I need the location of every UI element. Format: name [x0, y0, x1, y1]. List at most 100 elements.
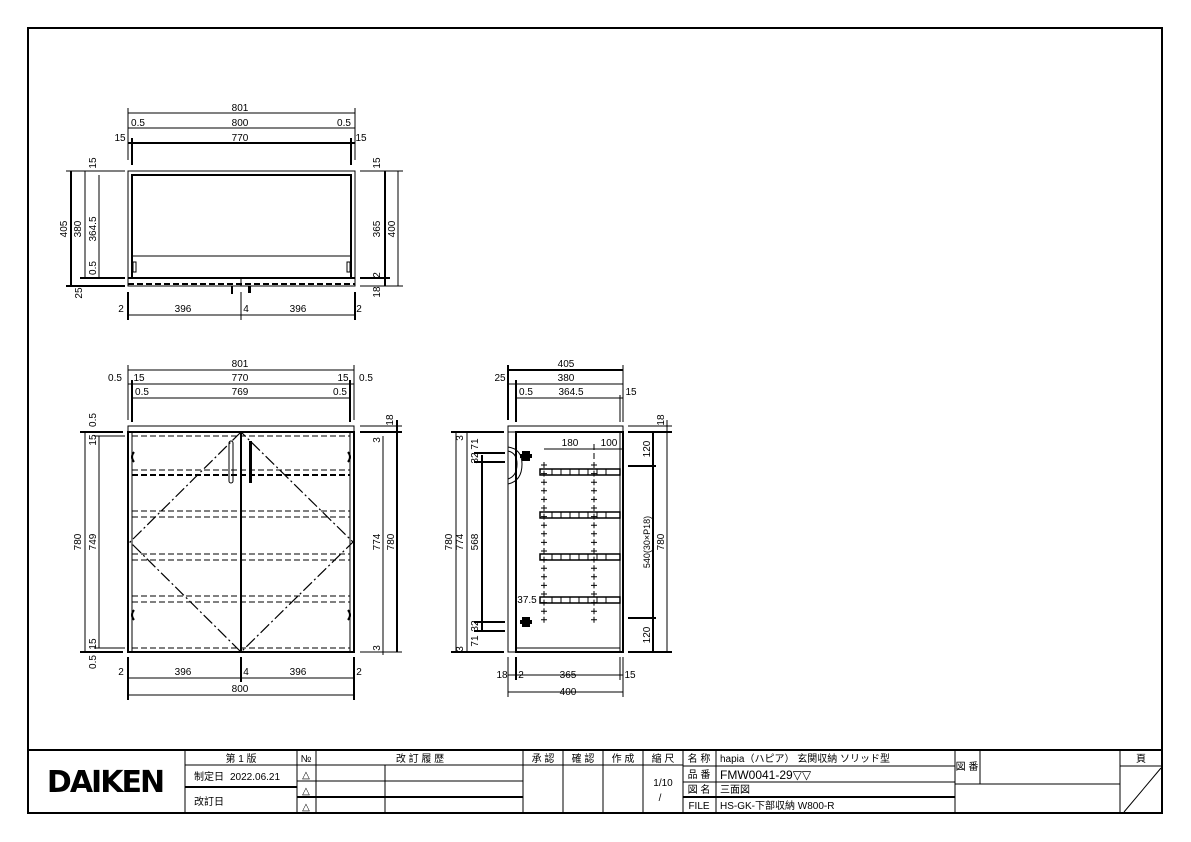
dim-depth-380: 380	[558, 373, 575, 384]
pin-hole-icon	[591, 573, 597, 580]
dim-label: 15	[337, 373, 349, 384]
dim-label: 2	[118, 667, 124, 678]
pin-hole-icon	[541, 573, 547, 580]
pin-hole-icon	[541, 479, 547, 486]
dim-door-396: 396	[175, 304, 192, 315]
top-view: 801 0.5 800 0.5 15 770 15 405 380 364.5 …	[59, 103, 403, 320]
dim-depth-400: 400	[560, 687, 577, 698]
checked-label: 確 認	[572, 752, 595, 765]
dim-label: 25	[494, 373, 506, 384]
pin-hole-icon	[541, 582, 547, 589]
dim-label: 15	[624, 670, 636, 681]
dim-height-780: 780	[656, 533, 667, 550]
established-date: 2022.06.21	[230, 772, 280, 783]
dim-depth-405: 405	[59, 220, 70, 237]
pin-hole-icon	[591, 582, 597, 589]
pin-hole-icon	[591, 608, 597, 615]
dim-door-396: 396	[290, 304, 307, 315]
pin-hole-icon	[541, 487, 547, 494]
dim-label: 3	[372, 437, 383, 443]
no-label: №	[301, 754, 312, 765]
pin-hole-icon	[541, 539, 547, 546]
dim-height-749: 749	[88, 533, 99, 550]
pin-hole-icon	[591, 505, 597, 511]
dim-label: 32	[470, 452, 481, 464]
dim-label: 3	[372, 645, 383, 651]
dim-depth-405: 405	[558, 359, 575, 370]
dim-label: 0.5	[131, 118, 145, 129]
pin-hole-icon	[591, 616, 597, 623]
dim-label: 15	[88, 157, 99, 169]
name-value: hapia（ハピア） 玄関収納 ソリッド型	[720, 752, 890, 765]
dim-label: 2	[372, 272, 383, 278]
pin-hole-icon	[591, 556, 597, 563]
drawing-no-label: 図 番	[956, 761, 979, 773]
shelf-pin-holes	[541, 462, 597, 623]
dim-label: 100	[601, 438, 618, 449]
dim-label: 3	[455, 646, 466, 652]
dim-width-801: 801	[232, 359, 249, 370]
dim-depth-364.5: 364.5	[88, 216, 99, 241]
product-no-label: 品 番	[688, 769, 711, 781]
scale-value-secondary: /	[659, 793, 662, 804]
dim-depth-365: 365	[372, 220, 383, 237]
dim-label: 15	[88, 434, 99, 446]
handle	[249, 441, 252, 483]
dim-label: 15	[625, 387, 637, 398]
dim-shelf-pitch: 540(30×P18)	[642, 516, 652, 568]
pin-hole-icon	[541, 513, 547, 520]
dim-label: 0.5	[88, 413, 99, 427]
side-view: 405 25 380 0.5 364.5 15 180 100 37.5 780…	[444, 359, 672, 698]
shelf	[539, 511, 621, 519]
handle	[507, 446, 523, 485]
page-label: 頁	[1136, 753, 1146, 765]
dim-label: 120	[642, 440, 653, 457]
dim-depth-364.5: 364.5	[558, 387, 583, 398]
dim-label: 15	[88, 638, 99, 650]
pin-hole-icon	[541, 548, 547, 554]
dim-label: 71	[470, 635, 481, 647]
top-view-outline	[127, 170, 356, 287]
dim-label: 15	[114, 133, 126, 144]
hinge-icon	[520, 451, 532, 627]
revision-triangle-icon: △	[302, 786, 310, 797]
dim-label: 15	[372, 157, 383, 169]
dim-label: 18	[385, 414, 396, 426]
dim-height-774: 774	[455, 533, 466, 550]
daiken-logo: DAIKEN	[47, 765, 163, 800]
dim-label: 71	[470, 438, 481, 450]
name-label: 名 称	[688, 752, 711, 765]
dim-label: 15	[355, 133, 367, 144]
dim-label: 25	[74, 287, 85, 299]
page-slash	[1123, 767, 1162, 813]
dim-label: 0.5	[333, 387, 347, 398]
drawing-name-label: 図 名	[688, 783, 711, 796]
hinge-icon	[131, 451, 351, 621]
dim-label: 2	[356, 667, 362, 678]
approved-label: 承 認	[532, 752, 555, 765]
dim-height-568: 568	[470, 533, 481, 550]
top-view-inner	[131, 174, 352, 279]
dim-label: 3	[455, 435, 466, 441]
dim-label: 0.5	[359, 373, 373, 384]
dim-label: 4	[243, 667, 249, 678]
dim-width-769: 769	[232, 387, 249, 398]
dim-height-780: 780	[386, 533, 397, 550]
pin-hole-icon	[591, 496, 597, 503]
created-label: 作 成	[612, 753, 635, 765]
dim-label: 120	[642, 626, 653, 643]
pin-hole-icon	[541, 530, 547, 537]
pin-hole-icon	[591, 599, 597, 606]
dim-height-780: 780	[444, 533, 455, 550]
dim-label: 2	[356, 304, 362, 315]
product-no-value: FMW0041-29▽▽	[720, 768, 812, 782]
pin-hole-icon	[591, 470, 597, 477]
pin-hole-icon	[591, 539, 597, 546]
drawing-name-value: 三面図	[720, 784, 750, 796]
dim-label: 32	[470, 620, 481, 632]
dim-label: 37.5	[517, 595, 537, 606]
pin-hole-icon	[591, 548, 597, 554]
pin-hole-icon	[541, 616, 547, 623]
pin-hole-icon	[541, 496, 547, 503]
